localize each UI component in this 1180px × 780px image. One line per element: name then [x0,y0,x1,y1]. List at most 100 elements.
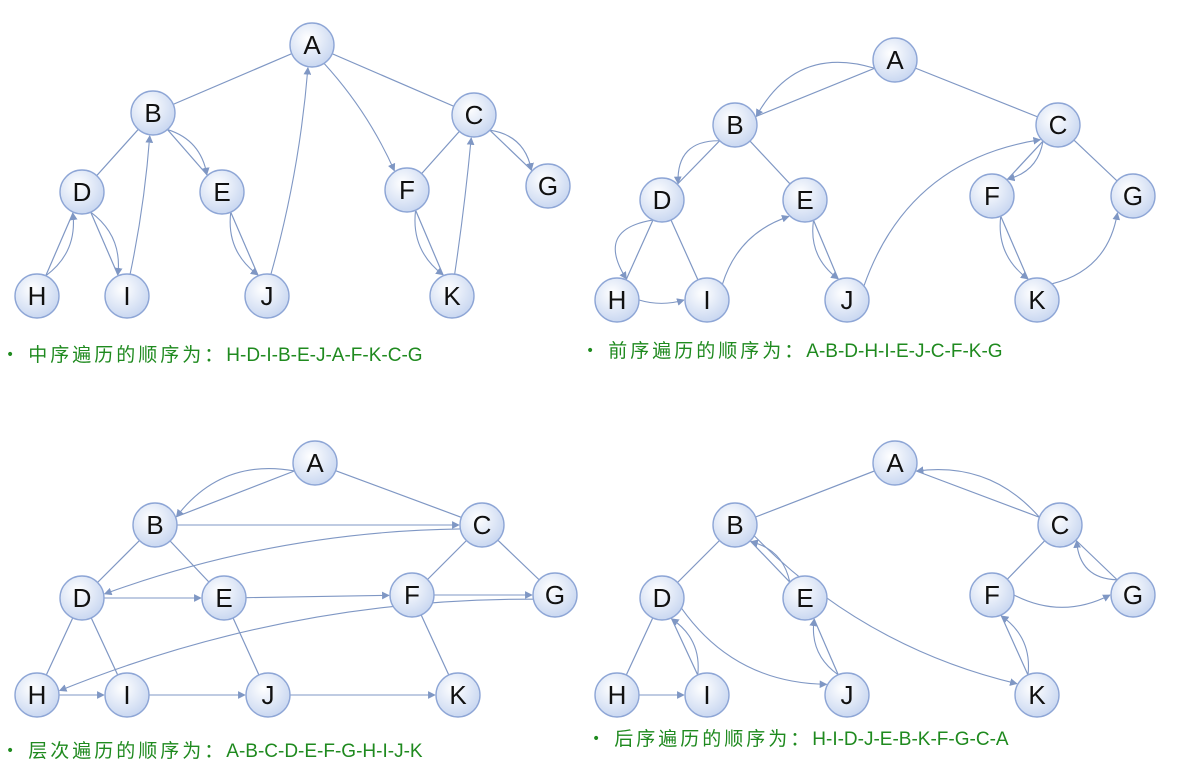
node-label: J [262,680,275,710]
node-label: K [449,680,467,710]
node-label: E [796,185,813,215]
tree-node-D: D [639,177,685,223]
node-circle [969,173,1015,219]
tree-node-D: D [59,169,105,215]
tree-node-F: F [969,173,1015,219]
tree-node-J: J [824,672,870,718]
tree-edge-A-C [311,44,475,116]
traversal-arrow-F-K [999,216,1029,280]
caption-sequence: H-I-D-J-E-B-K-F-G-C-A [812,729,1009,750]
node-circle [639,177,685,223]
node-circle [525,163,571,209]
tree-node-E: E [199,169,245,215]
node-circle [594,672,640,718]
node-label: I [703,285,710,315]
node-circle [684,672,730,718]
node-label: F [404,580,420,610]
tree-node-G: G [1110,173,1156,219]
node-label: G [1123,580,1143,610]
node-label: H [608,680,627,710]
node-circle [244,273,290,319]
node-circle [1014,672,1060,718]
traversal-arrow-I-E [721,214,790,285]
traversal-arrow-E-J [812,220,839,280]
tree-node-C: C [1037,502,1083,548]
node-circle [872,440,918,486]
node-circle [1110,572,1156,618]
caption-preorder: •前序遍历的顺序为：A-B-D-H-I-E-J-C-F-K-G [586,342,1003,362]
traversal-arrow-K-F [1000,615,1030,675]
tree-edge-A-B [734,462,896,526]
traversal-arrow-B-D [673,140,720,185]
bullet-icon: • [586,343,595,359]
caption-sequence: A-B-C-D-E-F-G-H-I-J-K [226,741,423,762]
node-label: C [1051,510,1070,540]
tree-node-H: H [14,273,60,319]
traversal-arrow-C-F [1006,141,1044,182]
node-label: K [1028,285,1046,315]
node-label: D [653,185,672,215]
traversal-arrow-I-B [129,135,154,275]
bullet-icon: • [6,347,15,363]
tree-node-H: H [14,672,60,718]
node-circle [872,37,918,83]
node-label: E [215,583,232,613]
tree-node-J: J [824,277,870,323]
tree-node-J: J [245,672,291,718]
traversal-arrow-I-D [671,618,699,676]
node-label: H [28,281,47,311]
node-circle [1014,277,1060,323]
node-label: C [465,100,484,130]
tree-node-I: I [104,672,150,718]
node-label: D [73,583,92,613]
node-circle [712,502,758,548]
node-label: F [399,175,415,205]
traversal-arrow-B-E [167,129,210,176]
tree-node-K: K [429,273,475,319]
tree-edge-A-C [894,462,1061,526]
node-circle [639,575,685,621]
traversal-arrow-A-F [323,63,396,172]
node-label: A [886,448,904,478]
traversal-arrow-E-B [750,539,791,583]
node-circle [201,575,247,621]
node-circle [132,502,178,548]
node-circle [384,167,430,213]
caption-label: 层次遍历的顺序为： [28,740,227,762]
node-circle [459,502,505,548]
node-circle [969,572,1015,618]
tree-node-E: E [782,575,828,621]
tree-edge-A-B [734,59,896,126]
node-circle [14,273,60,319]
node-label: D [653,583,672,613]
traversal-arrow-G-C [1073,540,1118,581]
node-label: E [796,583,813,613]
caption-label: 后序遍历的顺序为： [614,728,813,750]
tree-node-E: E [782,177,828,223]
node-circle [435,672,481,718]
traversal-arrow-A-B [175,468,295,518]
tree-node-A: A [289,22,335,68]
node-label: C [1049,110,1068,140]
traversal-arrow-F-G [1013,594,1111,608]
tree-node-K: K [1014,672,1060,718]
caption-levelorder: •层次遍历的顺序为：A-B-C-D-E-F-G-H-I-J-K [6,740,423,762]
tree-node-I: I [684,672,730,718]
node-label: I [703,680,710,710]
node-circle [1035,102,1081,148]
node-label: G [538,171,558,201]
node-circle [389,572,435,618]
traversal-arrow-C-D [103,528,461,596]
tree-node-H: H [594,672,640,718]
traversal-arrow-G-H [58,598,534,692]
tree-node-E: E [201,575,247,621]
node-label: I [123,680,130,710]
tree-node-A: A [872,440,918,486]
tree-node-F: F [969,572,1015,618]
tree-node-I: I [104,273,150,319]
node-label: A [306,448,324,478]
node-label: D [73,177,92,207]
node-label: K [1028,680,1046,710]
traversal-arrow-H-I [638,298,685,306]
traversal-arrow-J-C [863,136,1042,287]
